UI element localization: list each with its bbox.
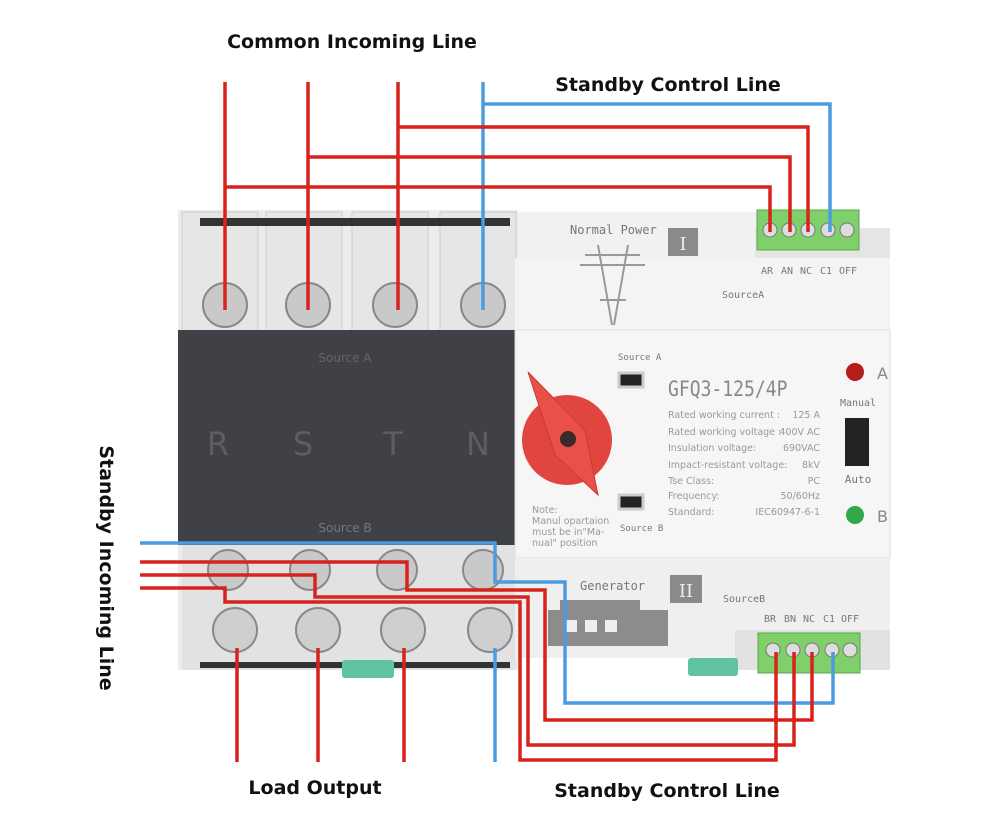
standby-incoming-wires [140,541,835,762]
svg-text:Standard:: Standard: [668,507,714,518]
svg-text:Rated working voltage :: Rated working voltage : [668,427,781,438]
svg-text:Tse Class:: Tse Class: [667,476,714,487]
phase-s: S [293,425,313,463]
svg-text:125 A: 125 A [792,410,820,421]
svg-text:nual" position: nual" position [532,538,598,549]
label-standby-incoming-line: Standby Incoming Line [95,445,117,690]
svg-text:IEC60947-6-1: IEC60947-6-1 [755,507,820,518]
top-terminal-row [181,211,517,333]
load-output-wires [235,648,497,762]
source-b-label: SourceB [723,594,765,605]
common-incoming-wires [223,82,485,310]
cover-source-b: Source B [318,521,371,535]
led-a [846,363,864,381]
source-a-indicator [617,371,645,389]
svg-text:OFF: OFF [839,266,857,277]
cover-source-a: Source A [318,351,372,365]
phase-t: T [382,425,403,463]
label-standby-control-line-top: Standby Control Line [555,74,781,96]
svg-text:50/60Hz: 50/60Hz [780,491,820,502]
svg-text:Rated working current :: Rated working current : [668,410,780,421]
roman-1-badge [668,228,698,256]
source-b-indicator [617,493,645,511]
svg-text:Insulation voltage:: Insulation voltage: [668,443,756,454]
bottom-terminal-rows [182,545,516,678]
svg-text:B: B [877,507,888,526]
svg-text:AN: AN [781,266,793,277]
svg-text:Impact-resistant voltage:: Impact-resistant voltage: [668,460,787,471]
label-load-output: Load Output [248,777,381,799]
svg-text:Frequency:: Frequency: [668,491,720,502]
svg-text:PC: PC [808,476,821,487]
svg-text:Source A: Source A [618,353,662,363]
pylon-icon [580,244,645,326]
generator-icon [548,600,668,646]
phase-n: N [466,425,490,463]
svg-text:Note:: Note: [532,505,558,516]
manual-auto-switch[interactable] [845,418,869,466]
manual-note: Note: Manul opartaion must be in"Ma- nua… [532,505,609,549]
svg-text:NC: NC [800,266,812,277]
svg-text:Source B: Source B [620,524,663,534]
svg-text:BN: BN [784,614,796,625]
svg-text:II: II [679,581,693,602]
terminal-cover [178,330,516,545]
svg-text:Manul opartaion: Manul opartaion [532,516,609,527]
svg-text:Manual: Manual [840,398,876,409]
svg-text:Auto: Auto [845,473,872,486]
svg-text:C1: C1 [820,266,832,277]
phase-r: R [207,425,229,463]
generator-label: Generator [580,579,645,593]
svg-text:OFF: OFF [841,614,859,625]
svg-text:must be in"Ma-: must be in"Ma- [532,527,604,538]
roman-2-badge [670,575,702,603]
model-number: GFQ3-125/4P [668,377,787,402]
svg-text:8kV: 8kV [802,460,821,471]
svg-text:AR: AR [761,266,774,277]
svg-text:690VAC: 690VAC [783,443,820,454]
svg-text:C1: C1 [823,614,835,625]
svg-text:BR: BR [764,614,777,625]
source-a-label: SourceA [722,290,764,301]
spec-table: Rated working current : 125 A Rated worki… [667,410,820,518]
label-common-incoming-line: Common Incoming Line [227,31,477,53]
svg-text:I: I [679,234,686,255]
svg-text:A: A [877,364,888,383]
device-body: Source A R S T N Source B Normal Power [178,209,891,678]
svg-text:NC: NC [803,614,815,625]
svg-text:400V AC: 400V AC [779,427,820,438]
led-b [846,506,864,524]
label-standby-control-line-bottom: Standby Control Line [554,780,780,802]
normal-power-label: Normal Power [570,223,657,237]
standby-control-top-wires [225,102,832,232]
